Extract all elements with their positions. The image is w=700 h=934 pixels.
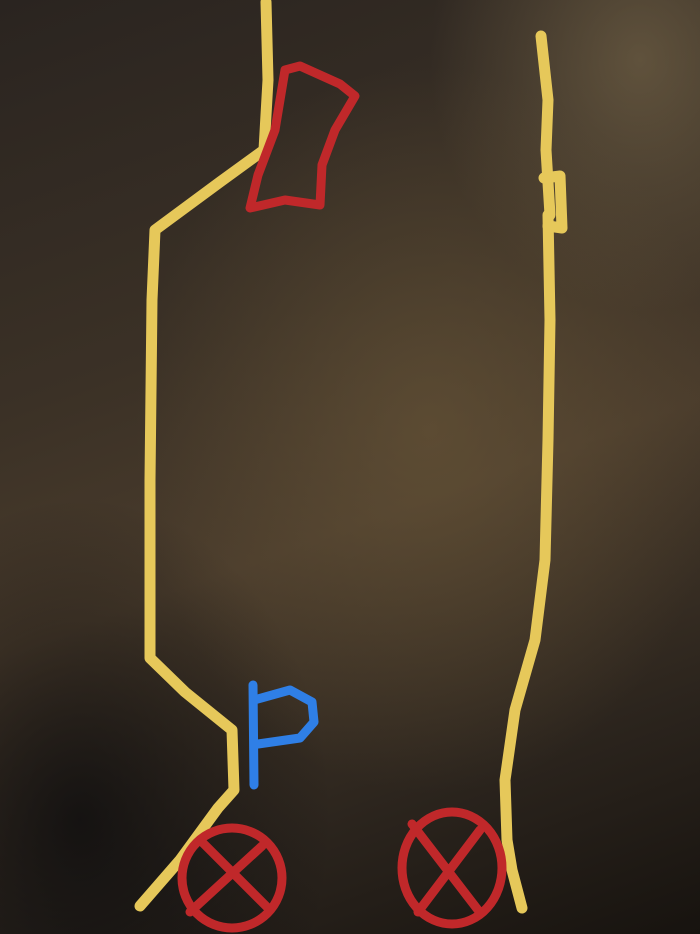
left-outline: [134, 0, 274, 912]
red-x-circle-right: [397, 807, 507, 929]
red-x-circle-left: [177, 823, 287, 933]
right-outline-main: [499, 209, 556, 914]
right-outline-notch: [538, 170, 568, 234]
red-box-mark: [245, 61, 360, 213]
right-outline-top: [535, 30, 556, 221]
blue-bracket-mark: [248, 680, 319, 790]
